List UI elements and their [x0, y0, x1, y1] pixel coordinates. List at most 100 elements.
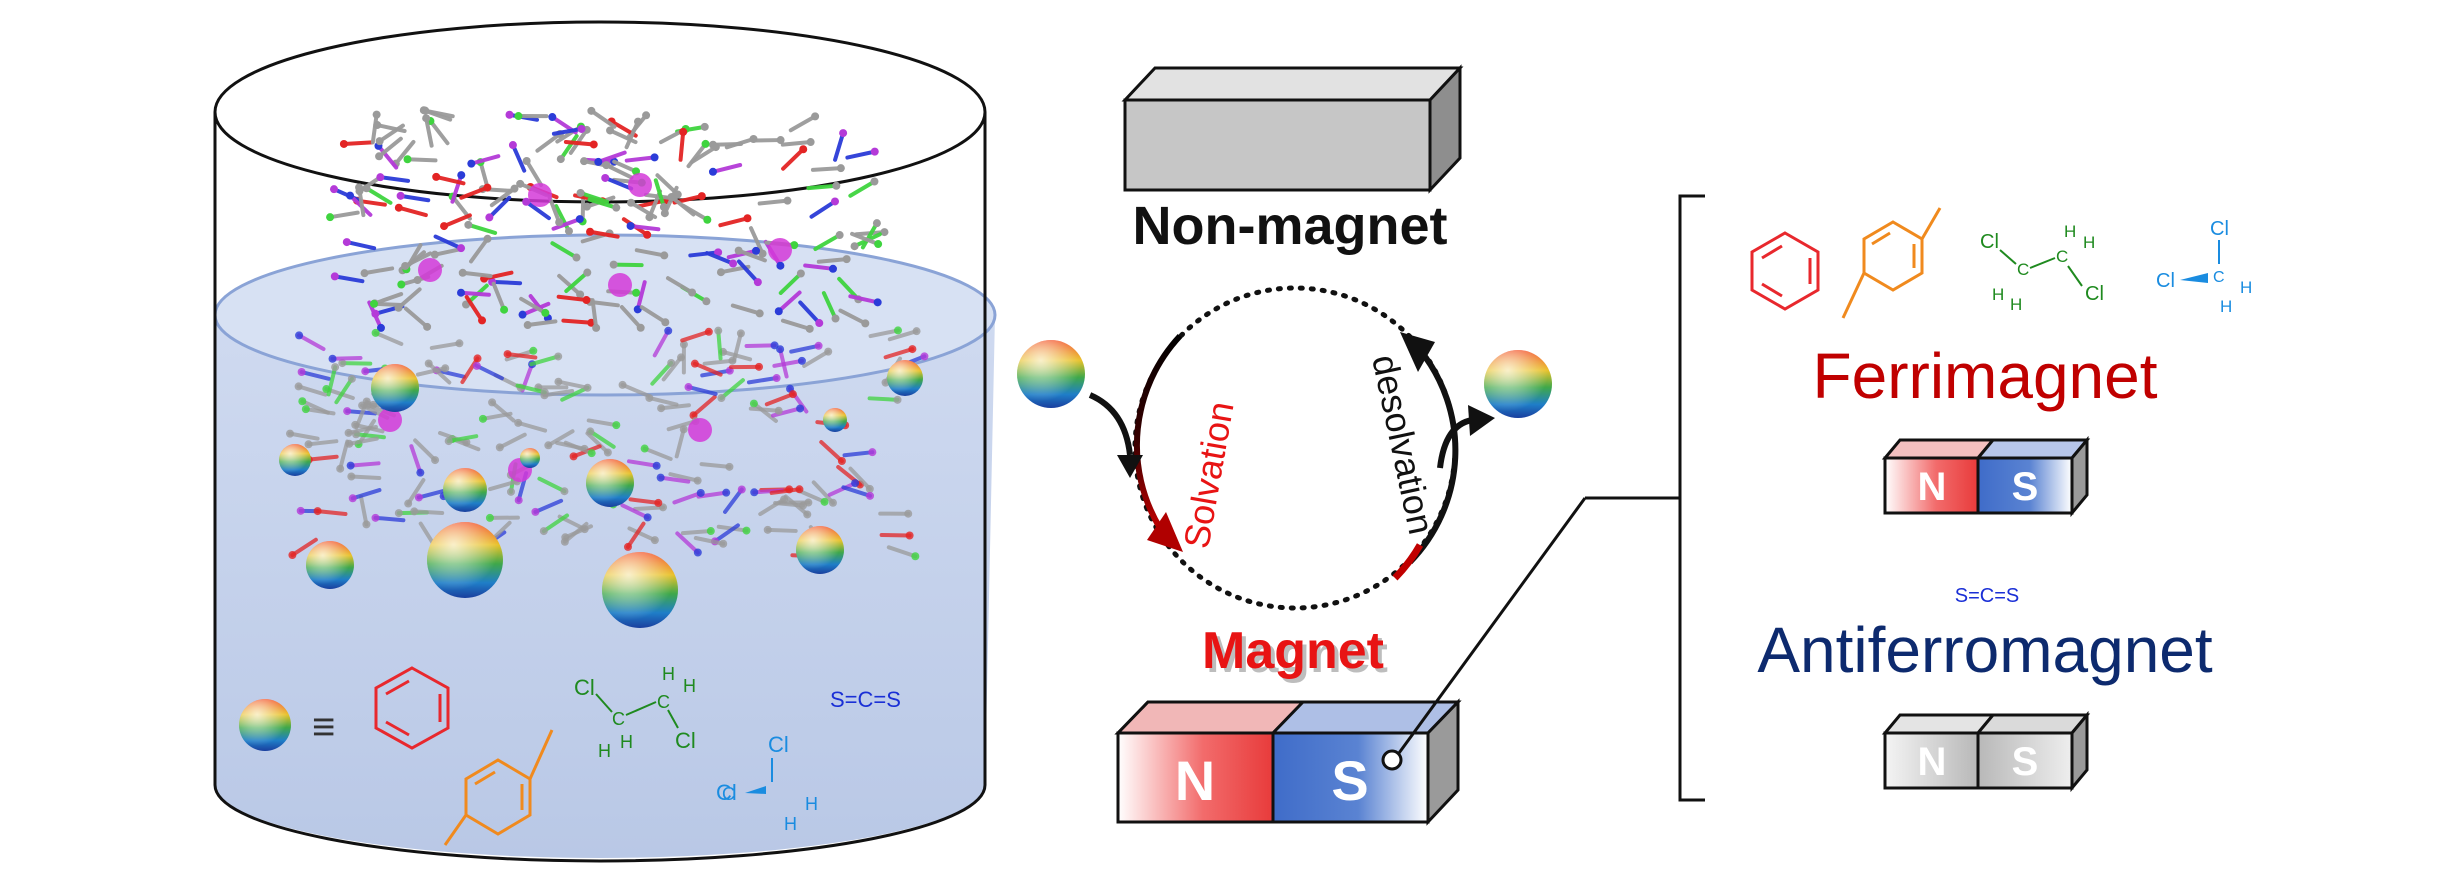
- framework-bond: [803, 263, 835, 271]
- metal-node: [688, 418, 712, 442]
- framework-bond: [551, 217, 582, 231]
- framework-atom: [774, 307, 783, 316]
- framework-atom: [331, 363, 340, 372]
- framework-atom: [582, 296, 591, 305]
- magnet-n-label: N: [1175, 749, 1215, 812]
- framework-atom: [866, 491, 875, 500]
- framework-atom: [627, 198, 636, 207]
- framework-bond: [838, 308, 868, 326]
- svg-text:H: H: [805, 794, 818, 814]
- guest-sphere: [823, 408, 847, 432]
- framework-bond: [588, 429, 616, 449]
- framework-bond: [627, 526, 657, 543]
- framework-bond: [748, 226, 765, 256]
- framework-atom: [339, 139, 348, 148]
- solvation-arc: [1133, 333, 1183, 530]
- framework-bond: [629, 200, 658, 220]
- outgoing-arrow: [1437, 417, 1473, 469]
- framework-bond: [554, 204, 571, 234]
- framework-bond: [625, 521, 646, 549]
- framework-atom: [799, 501, 808, 510]
- framework-bond: [668, 472, 700, 483]
- framework-bond: [809, 199, 837, 219]
- metal-node: [768, 238, 792, 262]
- framework-bond: [686, 385, 718, 396]
- framework-atom: [430, 250, 439, 259]
- framework-atom: [824, 347, 833, 356]
- framework-atom: [814, 341, 823, 350]
- equiv-symbol: ≡: [312, 705, 335, 749]
- framework-atom: [661, 318, 670, 327]
- framework-atom: [790, 241, 799, 250]
- framework-atom: [347, 374, 356, 383]
- framework-bond: [474, 363, 504, 381]
- framework-bond: [719, 378, 745, 401]
- framework-atom: [776, 261, 785, 270]
- framework-atom: [842, 255, 851, 264]
- svg-text:Cl: Cl: [2156, 270, 2175, 292]
- framework-bond: [746, 376, 779, 385]
- framework-atom: [371, 328, 380, 337]
- framework-atom: [904, 509, 913, 518]
- framework-bond: [373, 330, 404, 346]
- framework-bond: [524, 158, 544, 187]
- framework-bond: [806, 183, 839, 191]
- framework-atom: [373, 121, 382, 130]
- guest-sphere: [520, 448, 540, 468]
- framework-bond: [541, 513, 570, 534]
- framework-atom: [397, 280, 406, 289]
- framework-bond: [883, 347, 915, 360]
- framework-atom: [560, 487, 569, 496]
- framework-bond: [712, 523, 740, 544]
- framework-atom: [514, 496, 523, 505]
- framework-atom: [704, 327, 713, 336]
- framework-bond: [798, 300, 822, 326]
- framework-bond: [821, 291, 838, 321]
- framework-bond: [547, 194, 562, 225]
- framework-bond: [529, 354, 561, 367]
- svg-text:H: H: [2220, 297, 2232, 316]
- framework-bond: [334, 376, 354, 405]
- framework-bond: [769, 487, 802, 495]
- framework-atom: [831, 314, 840, 323]
- framework-bond: [585, 431, 610, 455]
- framework-atom: [410, 507, 419, 516]
- framework-bond: [466, 222, 498, 235]
- framework-atom: [394, 509, 403, 518]
- framework-atom: [326, 213, 335, 222]
- framework-bond: [373, 515, 406, 523]
- framework-bond: [377, 123, 405, 144]
- framework-atom: [541, 308, 550, 317]
- framework-atom: [540, 388, 549, 397]
- framework-atom: [582, 202, 591, 211]
- framework-atom: [799, 145, 808, 154]
- framework-bond: [680, 529, 713, 536]
- framework-atom: [612, 421, 621, 430]
- framework-atom: [473, 354, 482, 363]
- framework-atom: [820, 497, 829, 506]
- framework-atom: [693, 476, 702, 485]
- framework-atom: [755, 362, 764, 371]
- framework-atom: [667, 192, 676, 201]
- framework-bond: [460, 270, 493, 278]
- framework-atom: [758, 249, 767, 258]
- framework-atom: [749, 399, 758, 408]
- framework-bond: [396, 287, 422, 310]
- zoom-line-diagonal: [1397, 497, 1587, 754]
- framework-atom: [472, 361, 481, 370]
- framework-atom: [523, 321, 532, 330]
- framework-atom: [606, 126, 615, 135]
- framework-bond: [635, 280, 647, 312]
- svg-text:H: H: [2240, 278, 2252, 297]
- framework-atom: [706, 527, 715, 536]
- framework-atom: [548, 113, 557, 122]
- framework-bond: [819, 440, 844, 463]
- framework-atom: [539, 527, 548, 536]
- framework-atom: [348, 494, 357, 503]
- framework-bond: [546, 429, 575, 448]
- framework-atom: [488, 398, 497, 407]
- framework-bond: [842, 450, 875, 458]
- magnet-block: [1114, 698, 1462, 826]
- framework-atom: [688, 288, 697, 297]
- framework-atom: [401, 261, 410, 270]
